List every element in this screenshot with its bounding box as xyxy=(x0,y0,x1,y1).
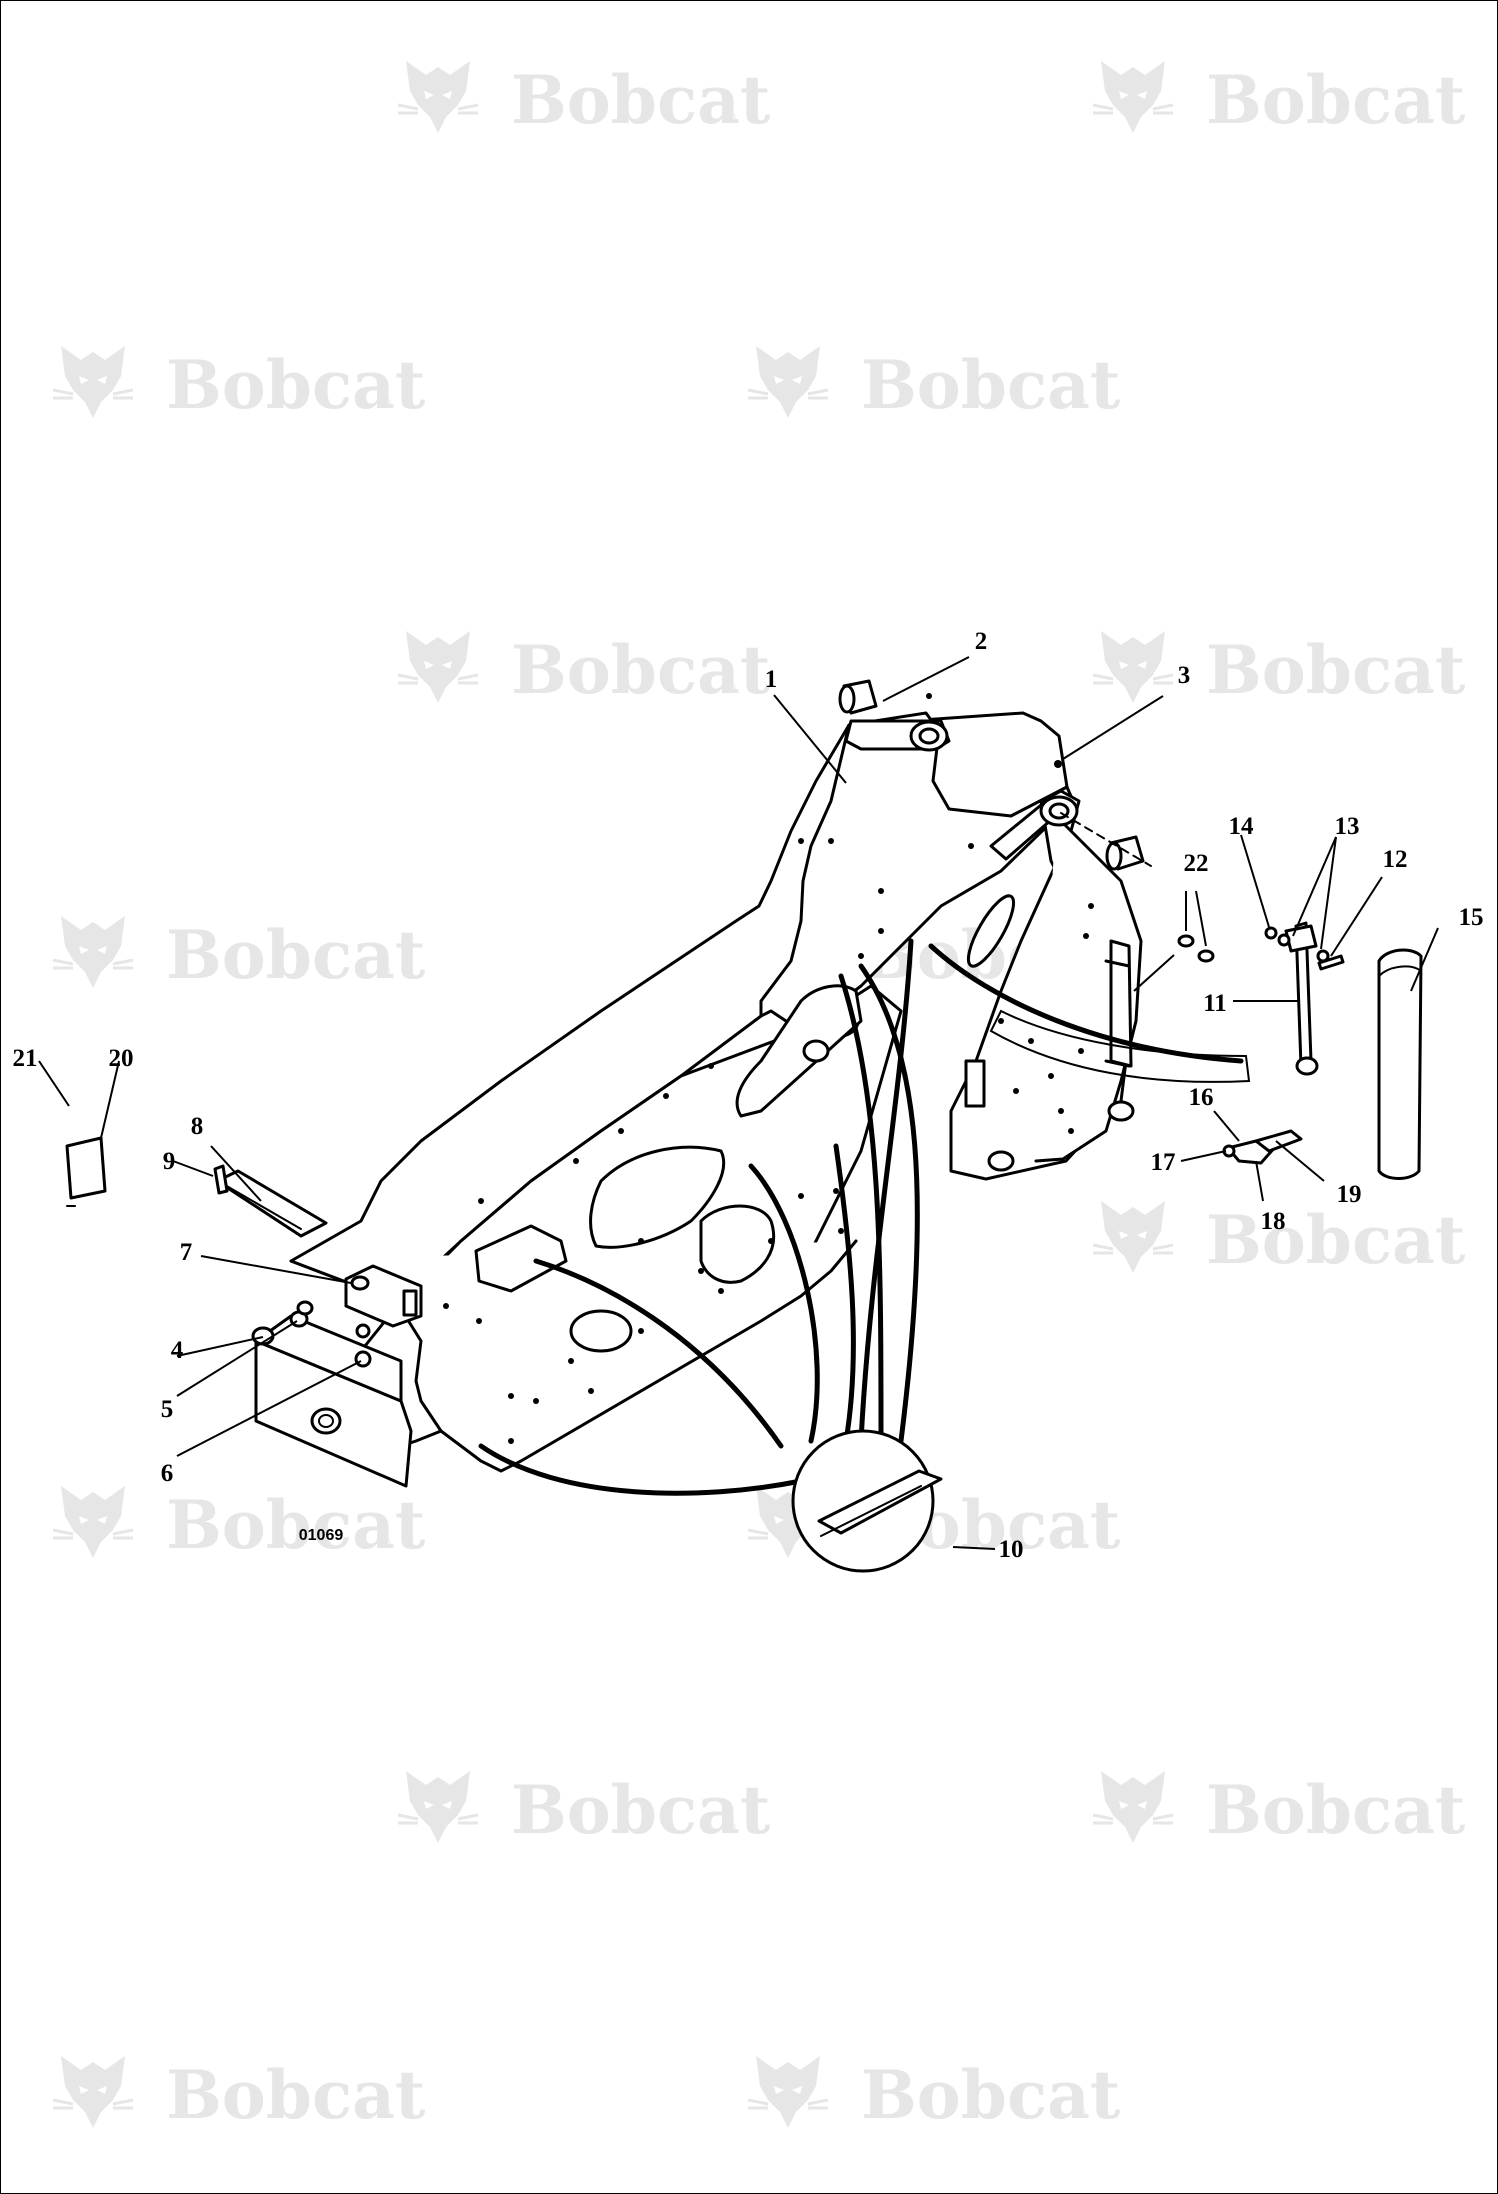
callout-11: 11 xyxy=(1203,990,1227,1017)
callout-19: 19 xyxy=(1337,1181,1362,1208)
callout-1: 1 xyxy=(765,666,778,693)
bobcat-watermark: Bobcat® xyxy=(396,59,771,139)
bobcat-watermark: Bobcat® xyxy=(1091,1769,1466,1849)
bobcat-watermark: Bobcat® xyxy=(1091,629,1466,709)
bobcat-watermark: Bobcat® xyxy=(51,344,426,424)
bobcat-watermark: Bobcat® xyxy=(1091,59,1466,139)
callout-labels: 1 2 3 4 5 6 7 8 9 10 11 12 13 14 15 16 1… xyxy=(13,628,1484,1563)
callout-17: 17 xyxy=(1151,1149,1176,1176)
watermark-brand-text: Bobcat xyxy=(1206,1771,1466,1849)
watermark-brand-text: Bobcat xyxy=(861,346,1121,424)
callout-13: 13 xyxy=(1335,813,1360,840)
watermark-registered-mark: ® xyxy=(379,1535,391,1552)
watermark-registered-mark: ® xyxy=(379,2105,391,2122)
watermark-registered-mark: ® xyxy=(1419,1250,1431,1267)
bobcat-logo-icon xyxy=(1091,1199,1175,1275)
bobcat-logo-icon xyxy=(746,344,830,420)
bobcat-logo-icon xyxy=(51,914,135,990)
bobcat-logo-icon xyxy=(1091,59,1175,135)
main-frame xyxy=(254,711,1143,1488)
callout-12: 12 xyxy=(1383,846,1408,873)
callout-5: 5 xyxy=(161,1396,174,1423)
callout-14: 14 xyxy=(1229,813,1255,840)
bobcat-watermark: Bobcat® xyxy=(396,629,771,709)
watermark-brand-text: Bobcat xyxy=(511,1771,771,1849)
watermark-brand-text: Bobcat xyxy=(166,1486,426,1564)
watermark-brand-text: Bobcat xyxy=(511,631,771,709)
callout-2: 2 xyxy=(975,628,988,655)
bobcat-logo-icon xyxy=(396,629,480,705)
bobcat-watermark: Bobcat® xyxy=(1091,1199,1466,1279)
callout-16: 16 xyxy=(1189,1084,1214,1111)
watermark-registered-mark: ® xyxy=(1074,1535,1086,1552)
callout-6: 6 xyxy=(161,1460,174,1487)
leader-lines xyxy=(38,656,1439,1550)
callout-22: 22 xyxy=(1184,850,1209,877)
watermark-registered-mark: ® xyxy=(1419,110,1431,127)
watermark-brand-text: Bobcat xyxy=(166,916,426,994)
watermark-brand-text: Bobcat xyxy=(166,2056,426,2134)
watermark-brand-text: Bobcat xyxy=(166,346,426,424)
bobcat-logo-icon xyxy=(51,2054,135,2130)
watermark-registered-mark: ® xyxy=(1419,680,1431,697)
watermark-registered-mark: ® xyxy=(1419,1820,1431,1837)
callout-3: 3 xyxy=(1178,662,1191,689)
bobcat-watermark: Bobcat® xyxy=(51,914,426,994)
watermark-brand-text: Bobcat xyxy=(1206,1201,1466,1279)
callout-9: 9 xyxy=(163,1148,176,1175)
hose-set xyxy=(478,938,1251,1496)
watermark-registered-mark: ® xyxy=(724,1820,736,1837)
bobcat-watermark: Bobcat® xyxy=(746,2054,1121,2134)
bobcat-watermark: Bobcat® xyxy=(746,344,1121,424)
callout-18: 18 xyxy=(1261,1208,1286,1235)
callout-7: 7 xyxy=(180,1239,193,1266)
bobcat-logo-icon xyxy=(51,344,135,420)
bobcat-watermark: Bobcat® xyxy=(51,2054,426,2134)
callout-21: 21 xyxy=(13,1045,38,1072)
bobcat-logo-icon xyxy=(1091,1769,1175,1845)
callout-8: 8 xyxy=(191,1113,204,1140)
figure-id: 01069 xyxy=(299,1527,344,1544)
bobcat-logo-icon xyxy=(51,1484,135,1560)
watermark-brand-text: Bobcat xyxy=(1206,61,1466,139)
bobcat-logo-icon xyxy=(396,1769,480,1845)
bobcat-logo-icon xyxy=(746,2054,830,2130)
callout-10: 10 xyxy=(999,1536,1024,1563)
watermark-registered-mark: ® xyxy=(379,965,391,982)
callout-20: 20 xyxy=(109,1045,134,1072)
bobcat-logo-icon xyxy=(1091,629,1175,705)
watermark-brand-text: Bobcat xyxy=(1206,631,1466,709)
bobcat-watermark: Bobcat® xyxy=(51,1484,426,1564)
watermark-brand-text: Bobcat xyxy=(511,61,771,139)
callout-4: 4 xyxy=(171,1337,184,1364)
loose-parts xyxy=(65,679,1423,1573)
bobcat-logo-icon xyxy=(396,59,480,135)
watermark-registered-mark: ® xyxy=(379,395,391,412)
bobcat-watermark: Bobcat® xyxy=(396,1769,771,1849)
watermark-registered-mark: ® xyxy=(724,680,736,697)
watermark-registered-mark: ® xyxy=(1074,2105,1086,2122)
watermark-brand-text: Bobcat xyxy=(861,2056,1121,2134)
watermark-registered-mark: ® xyxy=(1074,395,1086,412)
callout-15: 15 xyxy=(1459,904,1484,931)
watermark-registered-mark: ® xyxy=(724,110,736,127)
